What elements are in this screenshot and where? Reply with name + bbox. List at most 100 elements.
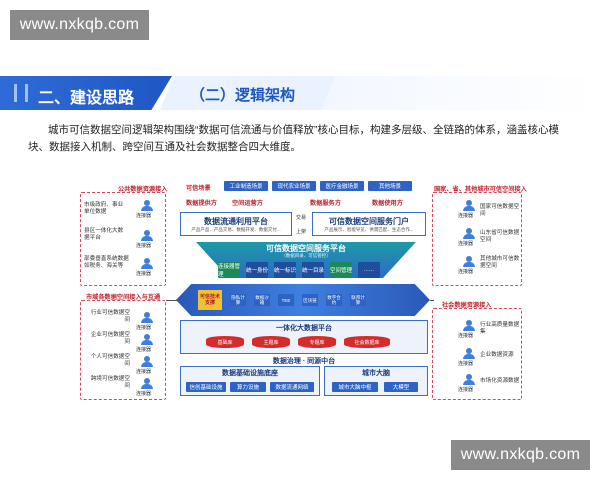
banner-stripes-icon: [14, 84, 28, 102]
connector-icon: [140, 230, 154, 241]
db-2: 专题库: [298, 336, 336, 348]
connector-label: 连接器: [136, 347, 152, 353]
connector-icon: [140, 356, 154, 367]
infra-title: 数据基础设施底座: [222, 370, 278, 377]
service-module-0: 连接器管理: [218, 262, 241, 278]
connector-label: 连接器: [458, 387, 474, 393]
scenario-1: 现代农业场景: [272, 181, 316, 191]
platform-right-title: 可信数据空间服务门户: [329, 216, 409, 226]
right-bottom-item-1: 企业数据资源: [480, 352, 514, 358]
section-banner: 二、建设思路: [0, 76, 172, 110]
governance-label: 数据治理 · 同源中台: [272, 358, 336, 365]
connector-icon: [462, 256, 476, 267]
right-connect-line: [430, 300, 434, 301]
role-1: 空间运营方: [232, 200, 263, 207]
left-bottom-item-3: 跨境可信数据空间: [90, 376, 130, 389]
right-top-title: 国家、省、其他城市可信空间接入: [434, 186, 527, 193]
connector-icon: [462, 374, 476, 385]
scenario-2: 医疗金融场景: [320, 181, 364, 191]
brain-item-1: 大模型: [384, 382, 418, 392]
infra-item-0: 信创基础设施: [186, 382, 226, 392]
banner-fade: [320, 76, 600, 110]
subsection-banner: （二）逻辑架构: [160, 76, 335, 110]
connector-icon: [462, 320, 476, 331]
right-top-item-0: 国家可信数据空间: [480, 204, 520, 217]
left-top-item-0: 市级政府、事业单位数据: [84, 202, 124, 215]
tech-support-label: 可信技术支撑: [198, 290, 222, 310]
connector-icon: [140, 200, 154, 211]
platform-left-desc: 产品产品、产品交易、数据开发、数据交付...: [191, 226, 281, 232]
service-platform-title: 可信数据空间服务平台: [266, 244, 346, 253]
service-platform-subtitle: （数据目录、可信管控）: [281, 253, 331, 258]
left-top-panel: [80, 192, 166, 286]
connector-label: 连接器: [136, 213, 152, 219]
tech-item-4: 数字合约: [326, 294, 342, 306]
subsection-title: （二）逻辑架构: [190, 87, 296, 104]
connector-label: 连接器: [458, 361, 474, 367]
left-bottom-item-1: 企业可信数据空间: [90, 332, 130, 345]
connector-label: 连接器: [136, 271, 152, 277]
exchange-top-label: 交易: [296, 215, 307, 221]
watermark-top: www.nxkqb.com: [10, 10, 149, 40]
section-title: 二、建设思路: [38, 90, 135, 107]
connector-icon: [462, 348, 476, 359]
architecture-diagram: 公共数据资源接入 市级政府、事业单位数据 连接器 县区一体化大数据平台 连接器 …: [0, 170, 600, 410]
connector-icon: [140, 258, 154, 269]
connector-icon: [462, 200, 476, 211]
right-bottom-item-2: 市场化资源数据: [480, 378, 520, 384]
exchange-bottom-label: 上架: [296, 229, 307, 235]
db-3: 社会数据库: [344, 336, 390, 348]
right-bottom-panel: [432, 308, 522, 400]
connector-label: 连接器: [136, 325, 152, 331]
role-0: 数据提供方: [186, 200, 217, 207]
right-top-item-2: 其他城市可信数据空间: [480, 256, 520, 269]
intro-paragraph: 城市可信数据空间逻辑架构围绕“数据可信流通与价值释放”核心目标，构建多层级、全链…: [28, 124, 559, 153]
scenarios-label: 可信场景: [186, 185, 211, 192]
infra-item-2: 数据流通网络: [270, 382, 314, 392]
brain-item-0: 城市大脑中枢: [332, 382, 378, 392]
left-bottom-item-2: 个人可信数据空间: [90, 354, 130, 367]
service-module-2: 统一标识: [274, 262, 296, 278]
scenario-0: 工业制造场景: [224, 181, 268, 191]
right-bottom-item-0: 行业高质量数据集: [480, 322, 520, 335]
role-3: 数据使用方: [372, 200, 403, 207]
right-top-panel: [432, 192, 522, 286]
left-bottom-panel: [80, 300, 166, 400]
left-top-item-1: 县区一体化大数据平台: [84, 228, 124, 241]
db-1: 主题库: [252, 336, 290, 348]
data-circulation-platform: 数据流通利用平台 产品产品、产品交易、数据开发、数据交付...: [180, 212, 292, 236]
connector-icon: [140, 312, 154, 323]
service-portal: 可信数据空间服务门户 产品展示、智能导览、供需匹配、生态合作...: [312, 212, 426, 236]
tech-item-1: 数据沙箱: [254, 294, 270, 306]
connector-label: 连接器: [458, 241, 474, 247]
right-top-item-1: 山东省可信数据空间: [480, 230, 520, 243]
tech-item-0: 隐私计算: [230, 294, 246, 306]
service-module-4: 空间管理: [330, 262, 352, 278]
bigdata-title: 一体化大数据平台: [276, 325, 332, 332]
connector-label: 连接器: [458, 213, 474, 219]
left-bottom-item-0: 行业可信数据空间: [90, 310, 130, 323]
left-top-item-2: 部委垂直系统数据如税务、海关等: [84, 256, 129, 269]
connector-icon: [462, 228, 476, 239]
left-connect-line: [166, 300, 178, 301]
infra-item-1: 算力设施: [230, 382, 266, 392]
tech-item-2: TEE: [278, 294, 294, 306]
connector-icon: [140, 378, 154, 389]
brain-title: 城市大脑: [362, 370, 390, 377]
tech-item-5: 联邦计算: [350, 294, 366, 306]
watermark-bottom: www.nxkqb.com: [451, 440, 590, 470]
connector-label: 连接器: [136, 369, 152, 375]
connector-icon: [140, 334, 154, 345]
connector-label: 连接器: [458, 269, 474, 275]
service-module-3: 统一目录: [302, 262, 324, 278]
right-bottom-title: 社会数据资源接入: [442, 302, 492, 309]
platform-left-title: 数据流通利用平台: [204, 216, 268, 226]
left-bottom-title: 市域各数据空间接入与互通: [86, 294, 161, 301]
tech-item-3: 区块链: [302, 294, 318, 306]
role-2: 数据服务方: [310, 200, 341, 207]
db-0: 基础库: [206, 336, 244, 348]
connector-label: 连接器: [458, 333, 474, 339]
connector-label: 连接器: [136, 391, 152, 397]
service-module-1: 统一身份: [246, 262, 268, 278]
scenario-3: 其他场景: [368, 181, 412, 191]
